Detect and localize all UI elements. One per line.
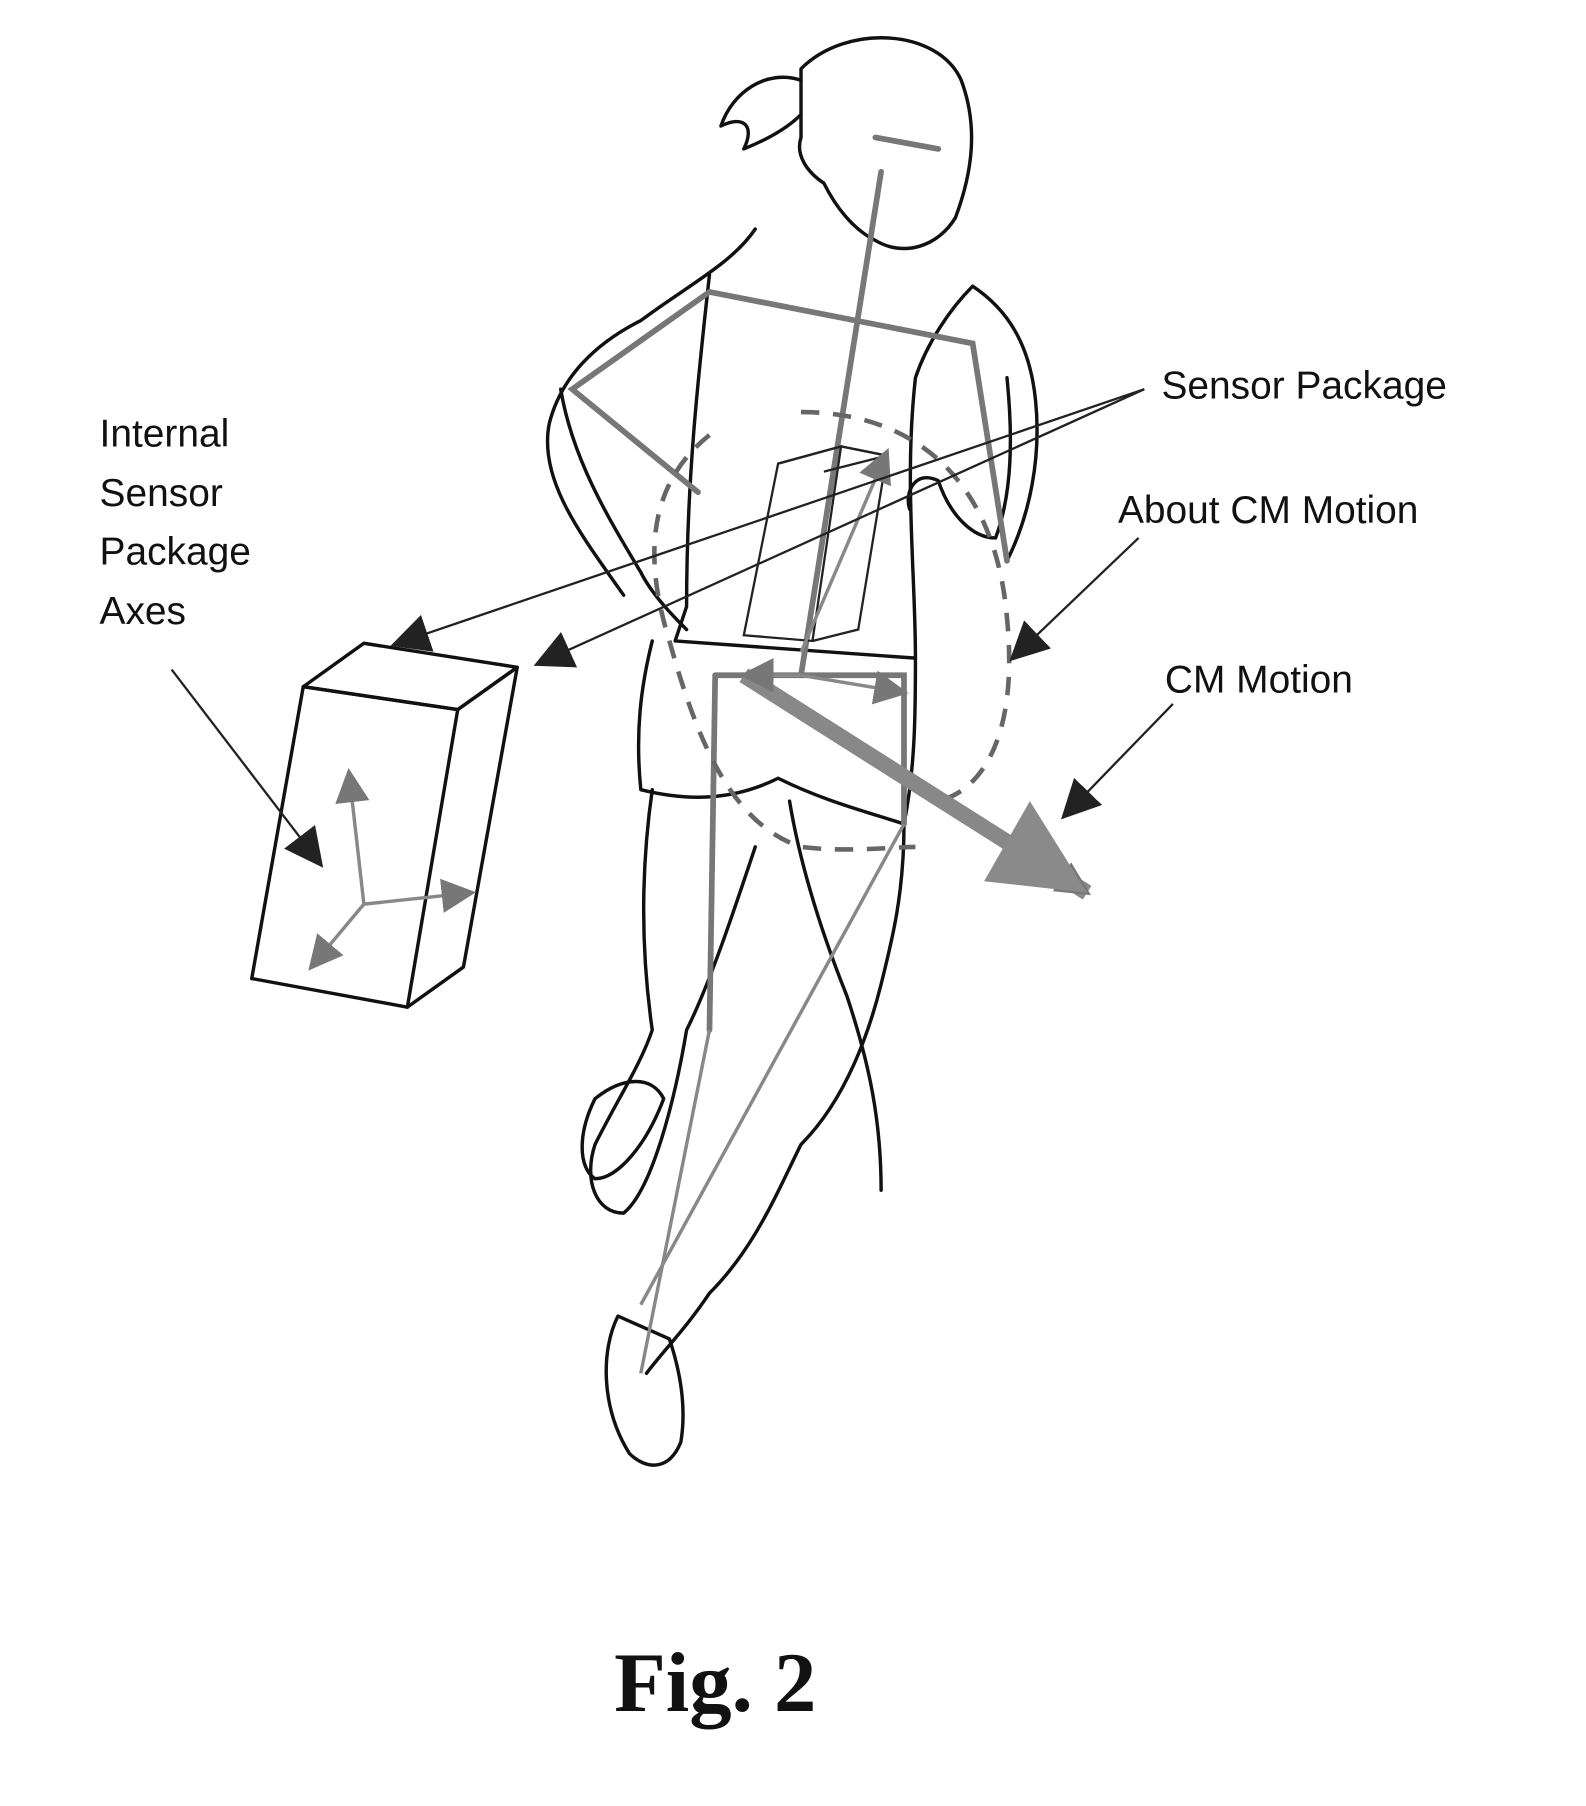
leg-back <box>588 787 757 1215</box>
label-cm-motion: CM Motion <box>1165 658 1353 701</box>
body-segment-lines <box>567 134 1010 1374</box>
runner-figure <box>545 36 1039 1467</box>
head-outline <box>797 36 974 251</box>
shoe-back <box>580 1079 666 1181</box>
arm-right <box>558 387 689 632</box>
internal-sensor-box <box>250 641 519 1009</box>
label-internal-axes-line4: Axes <box>100 590 186 633</box>
label-internal-axes-line1: Internal <box>100 412 230 455</box>
about-cm-motion-path <box>652 409 1012 852</box>
leader-arrows <box>170 388 1174 868</box>
label-internal-axes-line3: Package <box>100 530 251 573</box>
figure-caption: Fig. 2 <box>614 1637 816 1730</box>
cm-motion-arrowhead <box>984 801 1088 893</box>
torso-outline <box>545 227 1039 660</box>
sensor-package-body <box>742 444 891 654</box>
shorts-outline <box>636 639 918 826</box>
shoe-front <box>604 1314 685 1467</box>
ponytail <box>719 75 803 151</box>
arm-left <box>906 376 1013 540</box>
label-sensor-package: Sensor Package <box>1161 364 1446 407</box>
leg-front <box>644 799 906 1376</box>
axis-arrows <box>308 768 477 971</box>
label-about-cm-motion: About CM Motion <box>1118 489 1418 532</box>
label-internal-axes-line2: Sensor <box>100 472 223 515</box>
